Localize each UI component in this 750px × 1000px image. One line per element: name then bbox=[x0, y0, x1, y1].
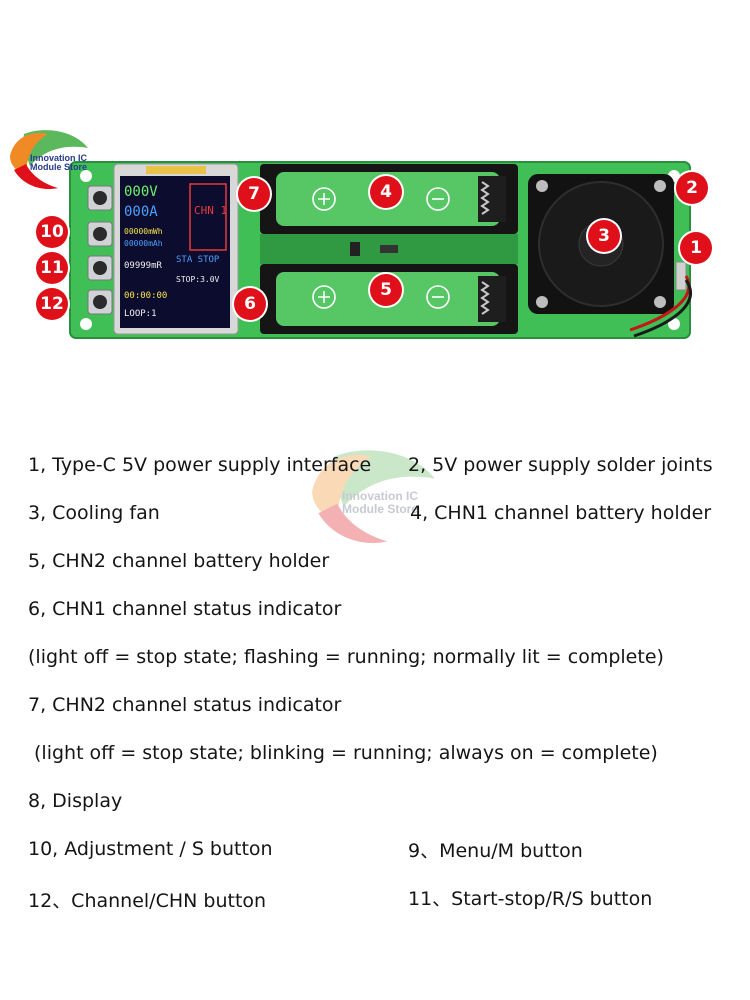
display-loop: LOOP:1 bbox=[124, 309, 157, 319]
desc-12: 12、Channel/CHN button bbox=[28, 890, 267, 912]
desc-7-detail: (light off = stop state; blinking = runn… bbox=[34, 742, 658, 764]
desc-6-detail: (light off = stop state; flashing = runn… bbox=[28, 646, 664, 668]
marker-10: 10 bbox=[36, 216, 68, 248]
display-resistance: 09999mR bbox=[124, 261, 163, 271]
desc-6: 6, CHN1 channel status indicator bbox=[28, 598, 342, 620]
desc-3: 3, Cooling fan bbox=[28, 502, 160, 524]
desc-4: 4, CHN1 channel battery holder bbox=[410, 502, 712, 524]
desc-8: 8, Display bbox=[28, 790, 123, 812]
marker-4: 4 bbox=[370, 176, 402, 208]
display-mwh: 00000mWh bbox=[124, 227, 163, 236]
minus-icon bbox=[426, 187, 450, 211]
display-current: 000A bbox=[124, 204, 158, 220]
marker-6: 6 bbox=[234, 288, 266, 320]
plus-icon bbox=[312, 187, 336, 211]
marker-3: 3 bbox=[588, 220, 620, 252]
watermark-line1: Innovation IC bbox=[342, 489, 418, 503]
brand-logo: Innovation IC Module Store bbox=[4, 126, 96, 196]
mounting-hole bbox=[80, 170, 92, 182]
desc-5: 5, CHN2 channel battery holder bbox=[28, 550, 330, 572]
display-status: STA STOP bbox=[176, 255, 220, 265]
type-c-port bbox=[675, 261, 687, 291]
desc-10: 10, Adjustment / S button bbox=[28, 838, 273, 860]
display-chn: CHN 1 bbox=[194, 204, 227, 217]
watermark-line2: Module Store bbox=[342, 501, 419, 516]
watermark-logo: Innovation IC Module Store bbox=[300, 444, 450, 554]
desc-1: 1, Type-C 5V power supply interface bbox=[28, 454, 372, 476]
mounting-hole bbox=[80, 318, 92, 330]
marker-1: 1 bbox=[680, 232, 712, 264]
display-screen bbox=[120, 176, 230, 328]
desc-9: 9、Menu/M button bbox=[408, 840, 583, 862]
brand-name-line1: Innovation IC bbox=[30, 153, 87, 163]
marker-2: 2 bbox=[676, 172, 708, 204]
marker-11: 11 bbox=[36, 252, 68, 284]
mounting-hole bbox=[668, 318, 680, 330]
display-time: 00:00:00 bbox=[124, 291, 167, 301]
display-stop-voltage: STOP:3.0V bbox=[176, 275, 220, 284]
marker-12: 12 bbox=[36, 288, 68, 320]
display-voltage: 000V bbox=[124, 184, 158, 200]
board-illustration: 000V CHN 1 000A 00000mWh 00000mAh STA ST… bbox=[0, 0, 750, 360]
desc-2: 2, 5V power supply solder joints bbox=[408, 454, 713, 476]
desc-11: 11、Start-stop/R/S button bbox=[408, 888, 653, 910]
marker-5: 5 bbox=[370, 274, 402, 306]
display-mah: 00000mAh bbox=[124, 239, 163, 248]
marker-7: 7 bbox=[238, 178, 270, 210]
plus-icon bbox=[312, 285, 336, 309]
brand-name-line2: Module Store bbox=[30, 162, 88, 173]
minus-icon bbox=[426, 285, 450, 309]
desc-7: 7, CHN2 channel status indicator bbox=[28, 694, 342, 716]
tactile-buttons bbox=[87, 185, 113, 315]
